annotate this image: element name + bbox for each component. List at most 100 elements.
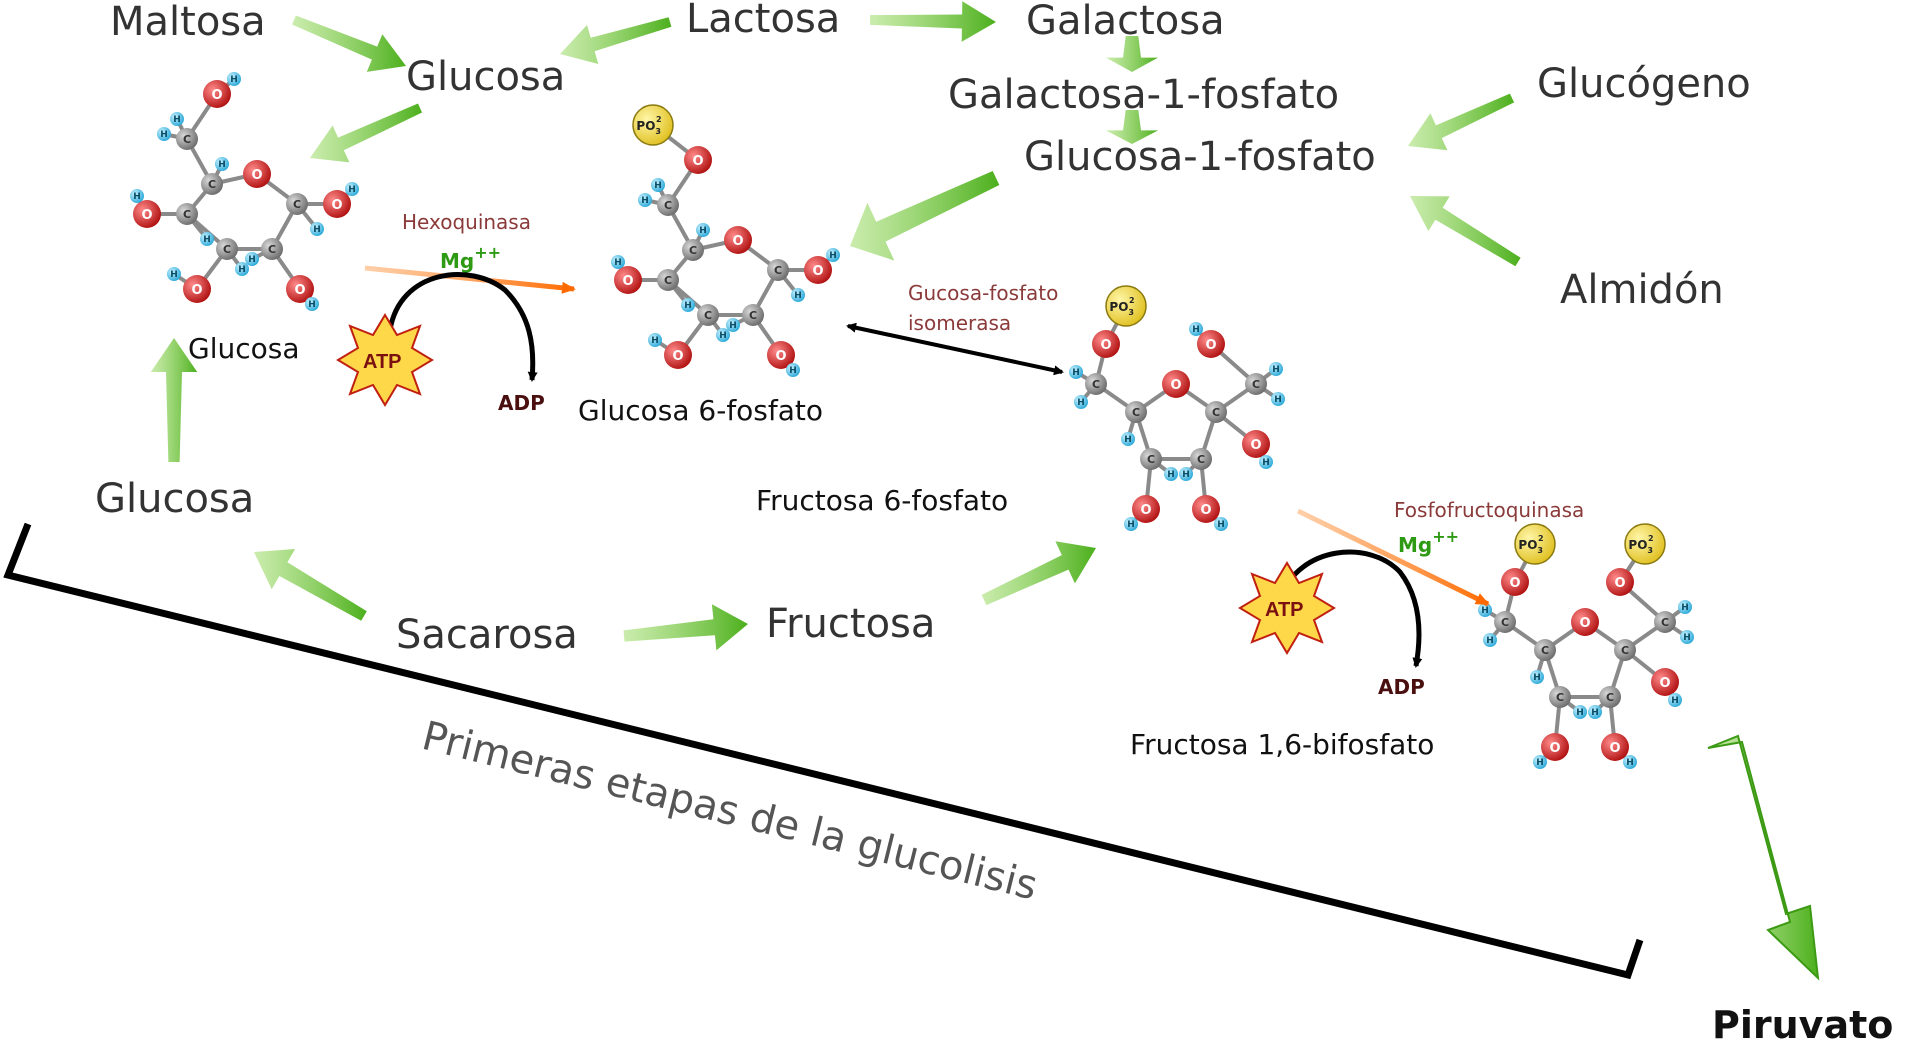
arrow-almidon-glucosa1p (1410, 196, 1521, 267)
arrow-lactosa-glucosa (560, 17, 672, 64)
label-galactosa: Galactosa (1026, 0, 1225, 44)
adp-label-1: ADP (498, 391, 545, 415)
svg-text:H: H (133, 192, 141, 202)
reaction-arrow-fosfofructoquinasa (1296, 508, 1490, 607)
atp-star-2 (1238, 561, 1336, 655)
svg-text:H: H (641, 196, 649, 206)
svg-text:C: C (689, 244, 697, 257)
label-maltosa: Maltosa (110, 0, 266, 45)
svg-text:O: O (211, 88, 222, 103)
svg-text:C: C (749, 309, 757, 322)
svg-text:C: C (1252, 378, 1260, 391)
svg-text:O: O (294, 283, 305, 298)
atp-adp-curve-1 (387, 272, 538, 382)
svg-text:H: H (1127, 520, 1135, 530)
arrow-glucosa1p-g6p (850, 171, 1000, 261)
svg-text:H: H (1536, 758, 1544, 768)
reaction-arrow-hexoquinasa (364, 265, 576, 294)
svg-text:C: C (1621, 644, 1629, 657)
svg-text:C: C (774, 264, 782, 277)
svg-text:C: C (183, 133, 191, 146)
svg-text:O: O (191, 283, 202, 298)
label-molecule-fructosa-1-6-bifosfato: Fructosa 1,6-bifosfato (1130, 728, 1434, 761)
svg-text:O: O (331, 198, 342, 213)
svg-text:C: C (183, 208, 191, 221)
svg-text:PO32: PO32 (1109, 296, 1134, 317)
label-glucogeno: Glucógeno (1537, 61, 1751, 107)
svg-text:C: C (1556, 691, 1564, 704)
svg-text:O: O (251, 168, 262, 183)
svg-text:H: H (1077, 398, 1085, 408)
svg-text:O: O (1614, 576, 1625, 591)
step-isomerasa: Gucosa-fosfato isomerasa (846, 281, 1064, 376)
arrow-sacarosa-glucosa (254, 549, 367, 621)
svg-text:H: H (1217, 520, 1225, 530)
label-almidon: Almidón (1560, 267, 1724, 313)
enzyme-isomerasa-line1: Gucosa-fosfato (908, 281, 1058, 305)
svg-text:H: H (654, 181, 662, 191)
reversible-arrow-isomerasa (846, 322, 1064, 376)
label-molecule-glucosa: Glucosa (188, 332, 300, 365)
svg-text:O: O (812, 264, 823, 279)
svg-text:H: H (1182, 470, 1190, 480)
svg-text:C: C (664, 199, 672, 212)
svg-text:H: H (684, 301, 692, 311)
svg-text:H: H (1683, 633, 1691, 643)
svg-text:C: C (293, 198, 301, 211)
svg-text:C: C (1132, 406, 1140, 419)
svg-text:H: H (729, 321, 737, 331)
arrow-glucosa-left-up (150, 338, 198, 462)
svg-text:H: H (1192, 325, 1200, 335)
svg-text:C: C (704, 309, 712, 322)
svg-text:H: H (313, 225, 321, 235)
arrow-glucosa-top-molecule (310, 103, 422, 163)
svg-text:H: H (203, 235, 211, 245)
svg-text:H: H (1486, 636, 1494, 646)
svg-text:O: O (1100, 338, 1111, 353)
svg-text:C: C (1606, 691, 1614, 704)
svg-text:O: O (692, 154, 703, 169)
svg-text:H: H (614, 258, 622, 268)
svg-text:H: H (160, 130, 168, 140)
svg-text:H: H (651, 336, 659, 346)
svg-text:O: O (1200, 503, 1211, 518)
svg-text:C: C (1212, 406, 1220, 419)
svg-text:H: H (1124, 435, 1132, 445)
svg-text:H: H (699, 226, 707, 236)
svg-text:H: H (238, 265, 246, 275)
label-molecule-glucosa-6-fosfato: Glucosa 6-fosfato (578, 394, 823, 427)
svg-text:H: H (170, 270, 178, 280)
svg-text:O: O (1659, 676, 1670, 691)
svg-text:PO32: PO32 (636, 115, 661, 136)
stage-bracket (3, 522, 1644, 980)
svg-text:H: H (1167, 470, 1175, 480)
svg-text:C: C (1147, 453, 1155, 466)
label-fructosa: Fructosa (766, 601, 935, 647)
svg-text:O: O (732, 234, 743, 249)
svg-text:C: C (208, 178, 216, 191)
svg-text:O: O (1609, 741, 1620, 756)
stage-label: Primeras etapas de la glucolisis (418, 713, 1042, 909)
svg-text:H: H (719, 331, 727, 341)
svg-text:C: C (1092, 378, 1100, 391)
arrow-to-piruvato (1707, 734, 1820, 981)
cofactor-mg-1: Mg++ (440, 243, 501, 273)
label-glucosa-top: Glucosa (406, 54, 565, 100)
svg-text:H: H (1626, 758, 1634, 768)
svg-text:H: H (1681, 603, 1689, 613)
svg-text:H: H (1533, 673, 1541, 683)
arrow-lactosa-galactosa (869, 1, 996, 42)
svg-text:H: H (248, 255, 256, 265)
atp-label-1: ATP (363, 351, 402, 373)
enzyme-hexoquinasa: Hexoquinasa (402, 210, 531, 234)
atp-label-2: ATP (1265, 599, 1304, 621)
enzyme-fosfofructoquinasa: Fosfofructoquinasa (1394, 498, 1584, 522)
feeder-arrows (150, 1, 1521, 651)
svg-text:O: O (1170, 378, 1181, 393)
svg-text:H: H (308, 300, 316, 310)
svg-text:H: H (1671, 696, 1679, 706)
label-piruvato: Piruvato (1712, 1003, 1893, 1047)
